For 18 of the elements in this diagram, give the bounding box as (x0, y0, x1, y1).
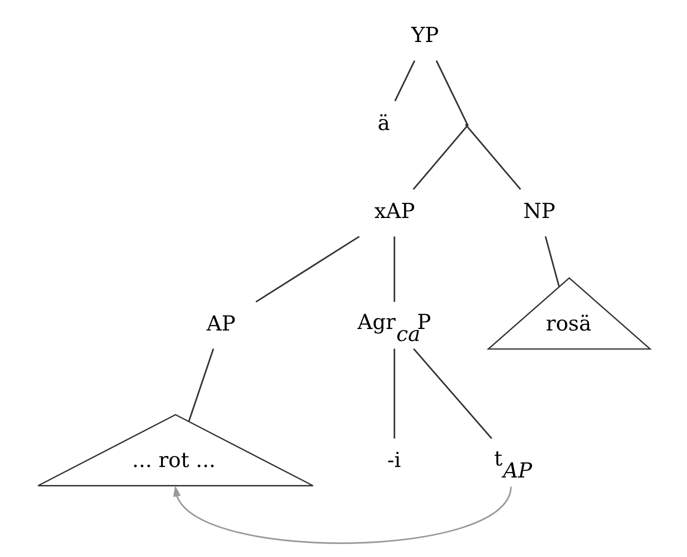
node-text: -i (386, 448, 400, 472)
connector (435, 60, 468, 124)
node-point (464, 123, 468, 126)
connector (412, 348, 492, 440)
connector (412, 126, 467, 190)
node-text: AP (206, 311, 236, 336)
connector (394, 60, 415, 102)
node-text: xAP (374, 198, 414, 223)
connector (466, 126, 521, 190)
node-text: YP (410, 22, 438, 47)
connector (393, 348, 395, 439)
arrow (172, 486, 512, 544)
connector (188, 348, 214, 422)
node-text: ä (377, 110, 390, 135)
connector (255, 236, 360, 303)
connector (393, 236, 395, 302)
connector (544, 236, 560, 287)
node-text: NP (522, 198, 555, 223)
